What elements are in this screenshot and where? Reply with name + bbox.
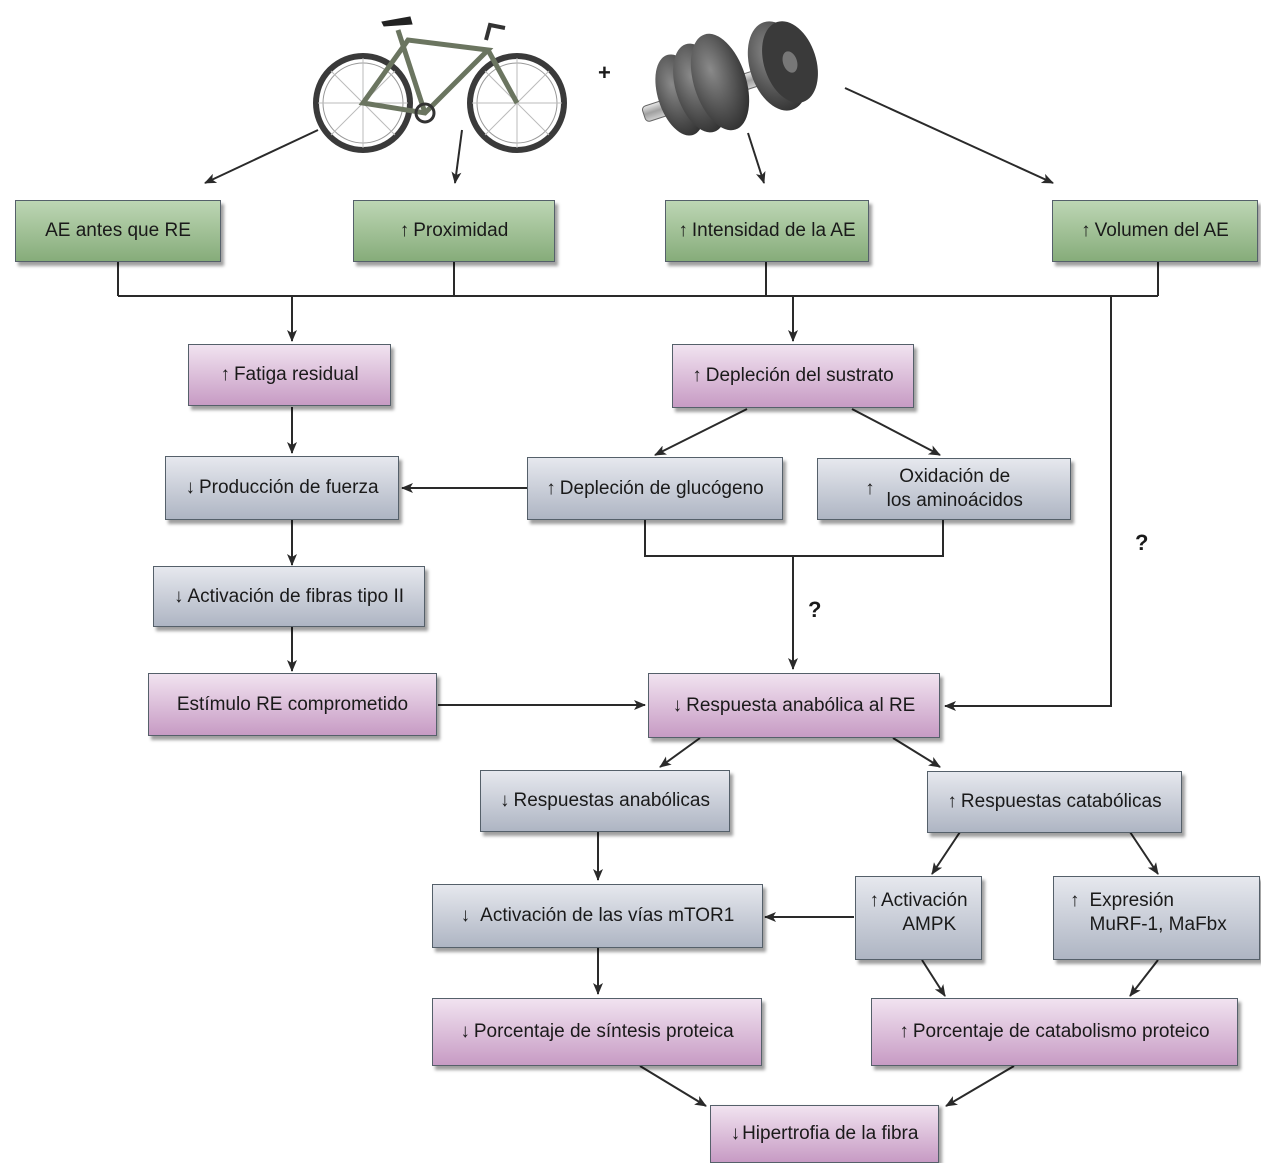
node-activacion-fibras: ↓ Activación de fibras tipo II — [153, 566, 425, 627]
down-arrow-icon: ↓ — [174, 585, 184, 607]
node-label: Porcentaje de catabolismo proteico — [912, 1021, 1210, 1042]
node-label: Volumen del AE — [1094, 220, 1229, 241]
node-label-line1: Expresión — [1089, 890, 1175, 911]
question-mark-right: ? — [1135, 530, 1149, 555]
up-arrow-icon: ↑ — [678, 220, 688, 241]
node-oxidacion-aminoacidos: ↑ Oxidación de los aminoácidos — [817, 458, 1071, 520]
node-label: Activación de fibras tipo II — [187, 585, 405, 607]
node-label: Producción de fuerza — [198, 477, 379, 498]
node-expresion-murf: ↑ Expresión MuRF-1, MaFbx — [1053, 876, 1260, 960]
down-arrow-icon: ↓ — [500, 790, 510, 811]
node-respuestas-anabolicas: ↓ Respuestas anabólicas — [480, 770, 730, 832]
question-mark-center: ? — [808, 597, 822, 622]
node-estimulo-re: Estímulo RE comprometido — [148, 673, 437, 736]
node-label: Expresión MuRF-1, MaFbx — [1090, 889, 1227, 937]
dumbbell-illustration — [641, 21, 818, 136]
up-arrow-icon: ↑ — [947, 791, 957, 812]
connectors — [117, 87, 1159, 1107]
node-deplecion-sustrato: ↑ Depleción del sustrato — [672, 344, 914, 408]
node-label: Porcentaje de síntesis proteica — [473, 1021, 734, 1042]
node-deplecion-glucogeno: ↑ Depleción de glucógeno — [527, 457, 783, 520]
node-fatiga-residual: ↑ Fatiga residual — [188, 344, 391, 406]
up-arrow-icon: ↑ — [1070, 890, 1080, 911]
node-label: Activación AMPK — [881, 889, 968, 937]
node-label-line2: los aminoácidos — [886, 490, 1023, 511]
up-arrow-icon: ↑ — [546, 477, 556, 499]
down-arrow-icon: ↓ — [730, 1123, 741, 1144]
node-label: AE antes que RE — [45, 220, 191, 241]
node-label: Hipertrofia de la fibra — [742, 1123, 919, 1144]
node-label: Depleción del sustrato — [705, 365, 894, 386]
node-label-line2: MuRF-1, MaFbx — [1089, 914, 1227, 935]
down-arrow-icon: ↓ — [460, 1021, 470, 1042]
down-arrow-icon: ↓ — [185, 477, 195, 498]
node-volumen-ae: ↑ Volumen del AE — [1052, 200, 1258, 262]
node-activacion-ampk: ↑ Activación AMPK — [855, 876, 982, 960]
node-activacion-mtor1: ↓ Activación de las vías mTOR1 — [432, 884, 763, 948]
node-respuestas-catabolicas: ↑ Respuestas catabólicas — [927, 771, 1182, 833]
node-label: Respuestas anabólicas — [513, 790, 710, 811]
node-label-line1: Activación — [880, 890, 968, 911]
node-sintesis-proteica: ↓ Porcentaje de síntesis proteica — [432, 998, 762, 1066]
node-label-line2: AMPK — [902, 914, 957, 935]
up-arrow-icon: ↑ — [869, 890, 879, 911]
up-arrow-icon: ↑ — [399, 220, 410, 241]
node-proximidad: ↑ Proximidad — [353, 200, 555, 262]
up-arrow-icon: ↑ — [1081, 220, 1091, 241]
plus-sign: + — [598, 60, 611, 85]
node-label: Respuestas catabólicas — [960, 791, 1162, 812]
node-label: Respuesta anabólica al RE — [686, 694, 916, 716]
node-label: Depleción de glucógeno — [559, 477, 764, 499]
node-label: Estímulo RE comprometido — [176, 693, 409, 715]
node-ae-antes-re: AE antes que RE — [15, 200, 221, 262]
node-produccion-fuerza: ↓ Producción de fuerza — [165, 456, 399, 520]
node-catabolismo-proteico: ↑ Porcentaje de catabolismo proteico — [871, 998, 1238, 1066]
up-arrow-icon: ↑ — [220, 364, 230, 385]
node-label: Oxidación de los aminoácidos — [887, 465, 1023, 513]
node-label: Proximidad — [413, 220, 509, 241]
node-label: Activación de las vías mTOR1 — [480, 905, 735, 926]
up-arrow-icon: ↑ — [865, 478, 875, 499]
node-hipertrofia: ↓ Hipertrofia de la fibra — [710, 1105, 939, 1163]
node-label: Fatiga residual — [233, 364, 359, 385]
up-arrow-icon: ↑ — [692, 365, 702, 386]
node-intensidad-ae: ↑ Intensidad de la AE — [665, 200, 869, 262]
up-arrow-icon: ↑ — [899, 1021, 909, 1042]
down-arrow-icon: ↓ — [672, 694, 683, 716]
node-label-line1: Oxidación de — [899, 466, 1011, 487]
bicycle-illustration — [313, 16, 567, 153]
node-label: Intensidad de la AE — [691, 220, 856, 241]
down-arrow-icon: ↓ — [460, 905, 471, 926]
node-respuesta-anabolica: ↓ Respuesta anabólica al RE — [648, 673, 940, 738]
